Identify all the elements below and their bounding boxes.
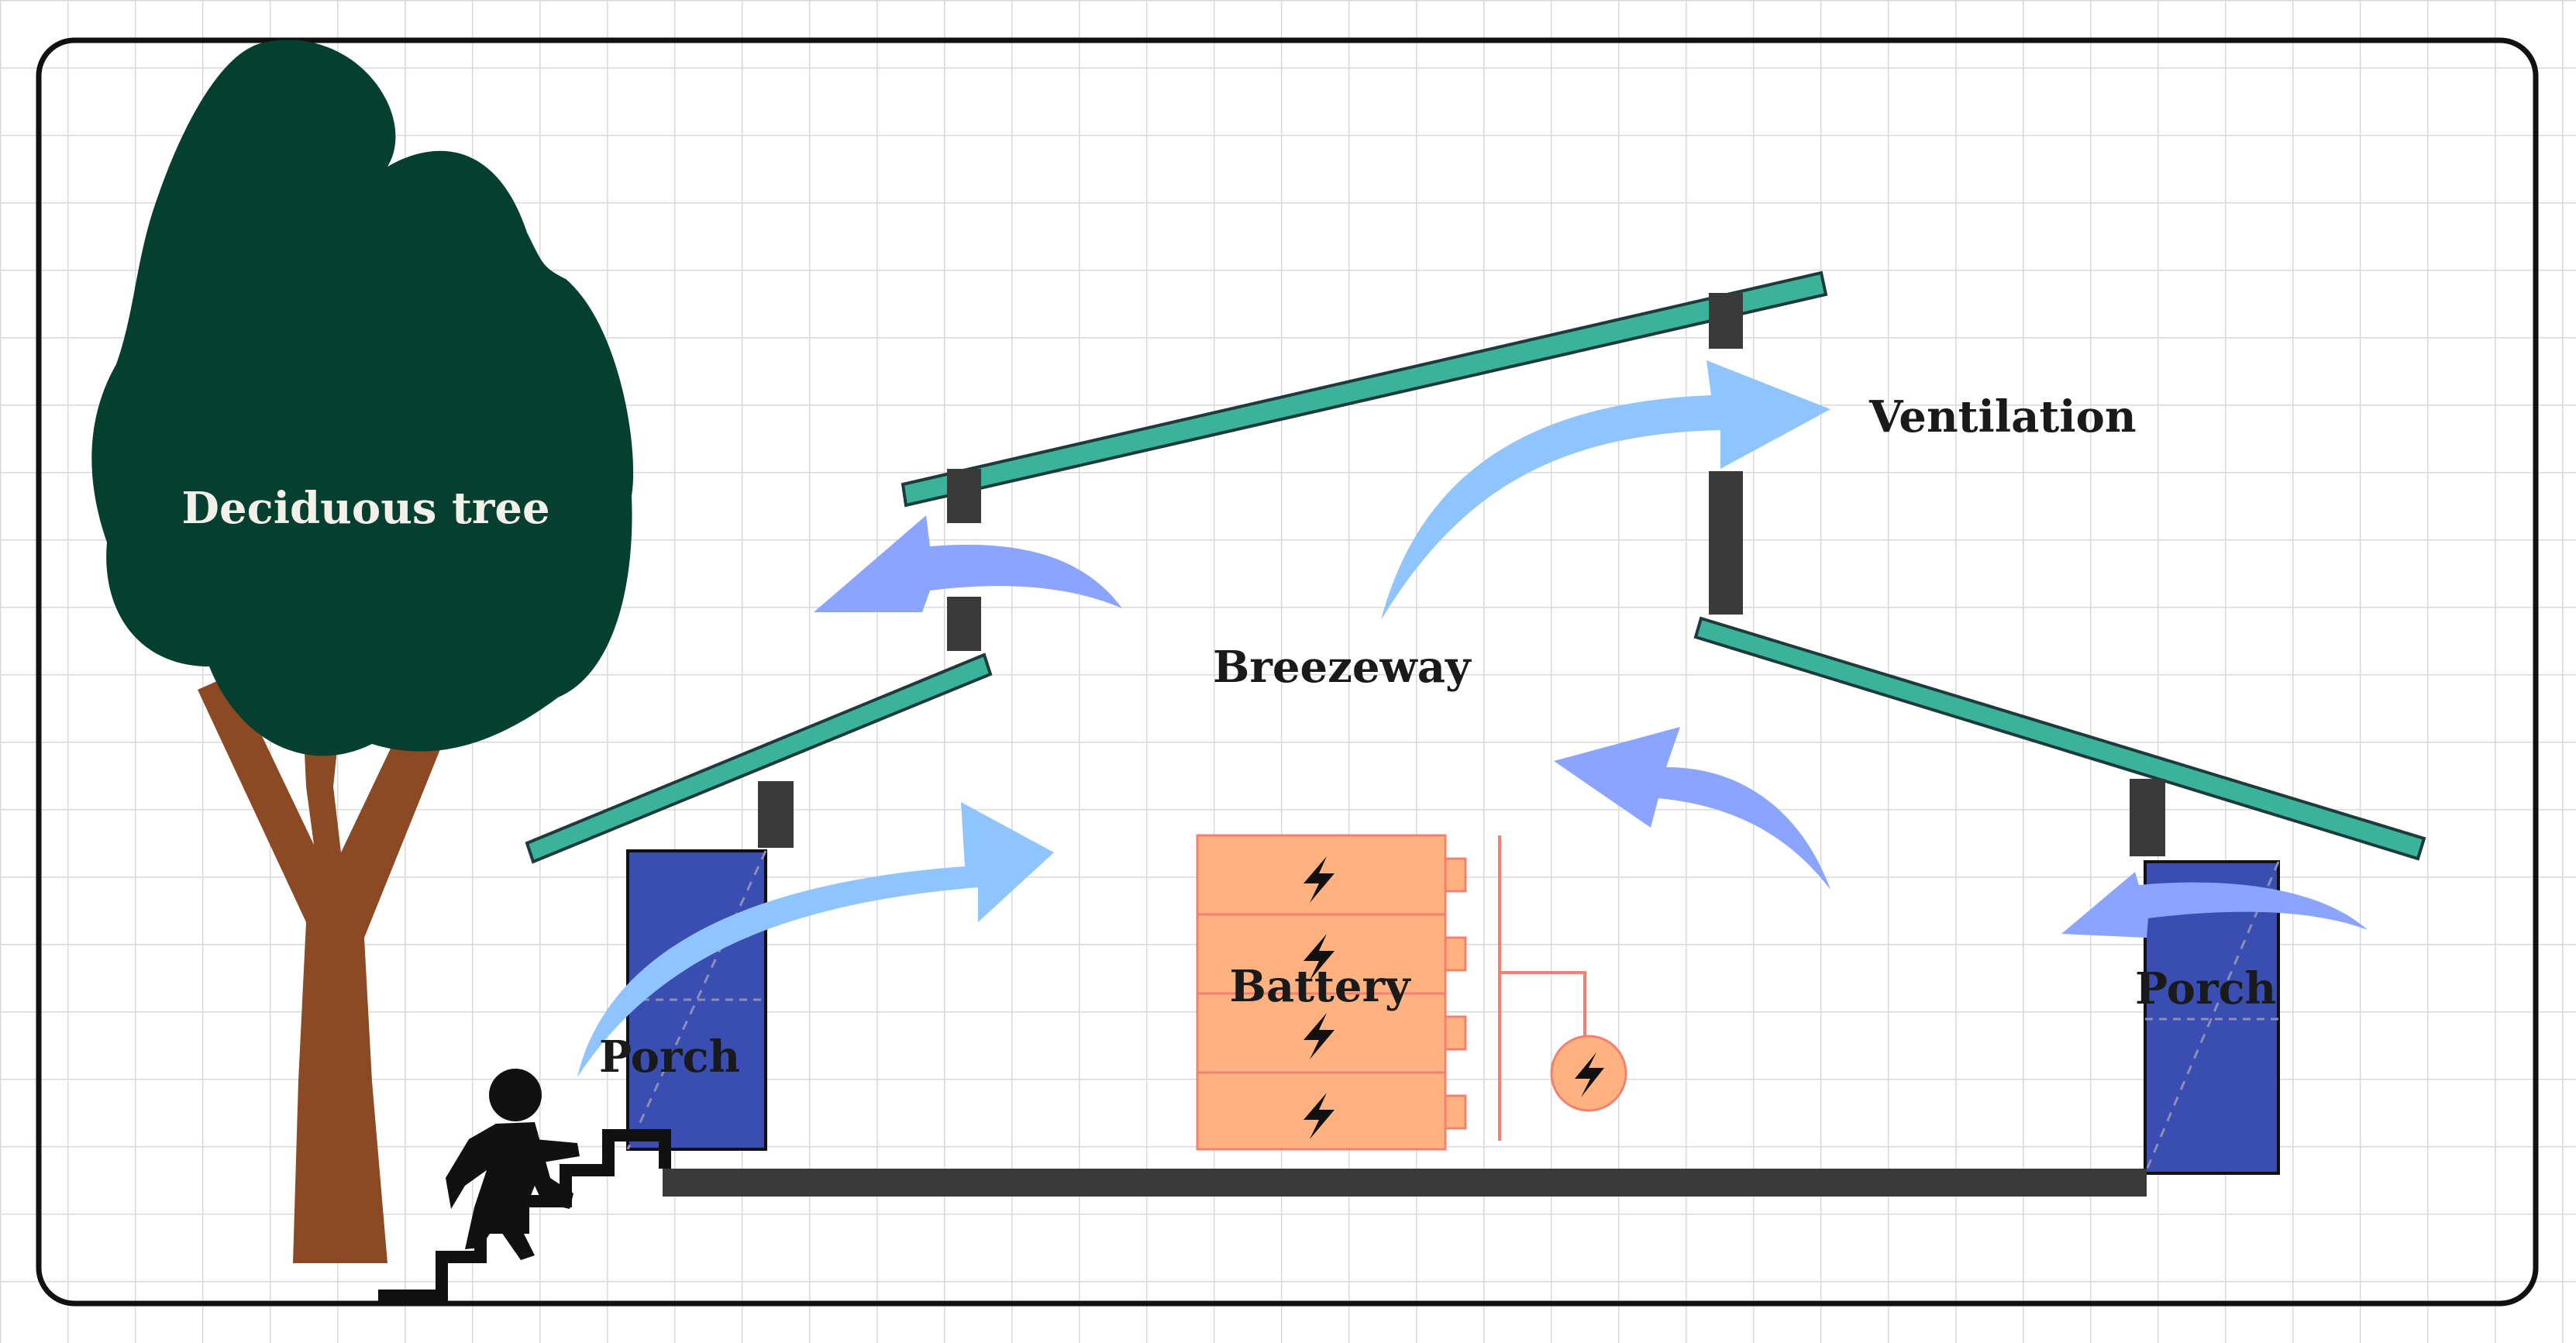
right-porch-inflow-arrow <box>2061 872 2368 938</box>
deciduous-tree: Deciduous tree <box>91 40 634 1263</box>
breezeway-label: Breezeway <box>1213 642 1472 693</box>
left-clerestory-post <box>947 469 981 523</box>
left-porch-door <box>626 849 767 1151</box>
upper-roof <box>901 270 1828 651</box>
battery-wiring <box>1498 835 1627 1141</box>
tree-trunk <box>198 674 461 1263</box>
lightning-bolt-icon <box>1303 934 1334 980</box>
right-lower-roof <box>1693 616 2426 861</box>
tree-label: Deciduous tree <box>181 483 549 534</box>
person-climbing-stairs-icon <box>446 1069 580 1260</box>
left-porch-label: Porch <box>599 1031 740 1083</box>
left-porch-post <box>758 781 794 848</box>
left-lower-roof <box>525 653 993 864</box>
upper-left-exhaust-arrow <box>814 515 1122 612</box>
lightning-bolt-icon <box>1303 1013 1334 1059</box>
airflow-arrows <box>577 360 2368 1077</box>
lightning-bolt-icon <box>1303 1093 1334 1139</box>
breezeway-inflow-arrow <box>1554 727 1830 890</box>
lightning-bolt-icon <box>1575 1052 1604 1097</box>
ventilation-outflow-arrow <box>1381 360 1830 620</box>
right-clerestory-post <box>1709 293 1743 349</box>
floor-slab <box>663 1169 2147 1197</box>
battery-bank: Battery <box>1196 834 1467 1151</box>
lightning-bolt-icon <box>1303 856 1334 903</box>
right-porch-post <box>2130 779 2165 856</box>
diagram-frame <box>36 37 2539 1307</box>
tree-crown <box>91 40 634 756</box>
left-clerestory-post-lower <box>947 597 981 651</box>
right-clerestory-post-lower <box>1709 471 1743 615</box>
right-porch-label: Porch <box>2135 963 2276 1014</box>
battery-label: Battery <box>1229 961 1410 1012</box>
ventilation-label: Ventilation <box>1868 391 2137 443</box>
upper-roof-slab <box>901 270 1828 508</box>
left-porch-inflow-arrow <box>577 802 1054 1077</box>
